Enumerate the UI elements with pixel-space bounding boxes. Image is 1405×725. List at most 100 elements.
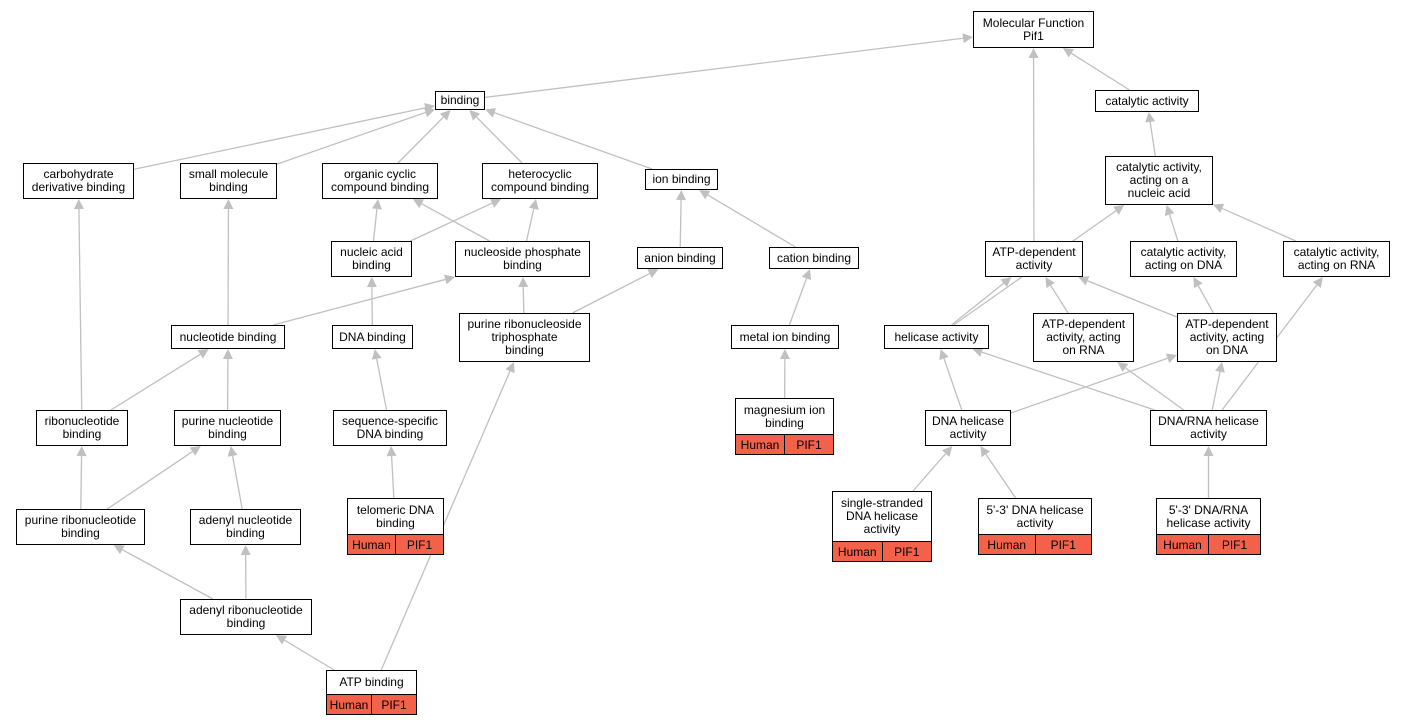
node-organic-cyclic-compound-binding[interactable]: organic cyclic compound binding [322, 163, 438, 199]
node-ribonucleotide-binding[interactable]: ribonucleotide binding [36, 410, 128, 446]
node-adenyl-ribonucleotide-binding[interactable]: adenyl ribonucleotide binding [180, 599, 312, 635]
node-label: 5'-3' DNA helicase activity [986, 502, 1084, 530]
edge-cat-to-mf [1070, 52, 1130, 91]
edge-nab-to-hcb [410, 202, 493, 242]
node-label: ATP-dependent activity, acting on RNA [1041, 317, 1126, 357]
edge-prb-to-ribb [80, 455, 83, 510]
arrowhead-prb-to-ribb [76, 446, 87, 457]
arrowhead-catb-to-ionb [699, 190, 711, 200]
arrowhead-smb-to-bind [423, 107, 435, 118]
arrowhead-dnah-to-hel [939, 349, 949, 361]
species-cell: Human [837, 544, 877, 559]
node-nucleoside-phosphate-binding[interactable]: nucleoside phosphate binding [455, 241, 590, 277]
node-label: magnesium ion binding [743, 402, 826, 430]
arrowhead-atpb-to-arb [275, 635, 288, 645]
arrowhead-tdb-to-ssdb [386, 446, 397, 457]
node-metal-ion-binding[interactable]: metal ion binding [731, 325, 839, 349]
arrowhead-npb-to-ocb [412, 199, 425, 209]
arrowhead-ssh-to-dnah [941, 446, 953, 457]
arrowhead-hel-to-canuc [1113, 205, 1125, 215]
edge-ssdb-to-dnab [376, 358, 388, 411]
node-dna-helicase-activity[interactable]: DNA helicase activity [925, 410, 1011, 446]
edge-bind-to-mf [484, 37, 964, 99]
edge-catb-to-ionb [707, 194, 796, 248]
arrowhead-mgb-to-mib [779, 349, 790, 360]
node-helicase-activity[interactable]: helicase activity [884, 325, 989, 349]
node-cation-binding[interactable]: cation binding [769, 247, 859, 269]
node-label: adenyl ribonucleotide binding [189, 603, 303, 630]
node-sequence-specific-dna-binding[interactable]: sequence-specific DNA binding [333, 410, 447, 446]
edge-anub-to-pnb [231, 455, 243, 510]
node-label: catalytic activity, acting on RNA [1293, 245, 1380, 272]
node-heterocyclic-compound-binding[interactable]: heterocyclic compound binding [482, 163, 598, 199]
node-nucleic-acid-binding[interactable]: nucleic acid binding [331, 241, 412, 277]
edge-mib-to-catb [788, 278, 808, 326]
edge-tdb-to-ssdb [390, 455, 395, 499]
edge-anb-to-ionb [679, 199, 682, 248]
arrowhead-dnah-to-atpdna [1165, 353, 1177, 363]
node-dna-rna-helicase-activity[interactable]: DNA/RNA helicase activity [1150, 410, 1267, 446]
gene-cell: PIF1 [784, 435, 833, 454]
arrowhead-cadna-to-canuc [1164, 205, 1175, 217]
node-adenyl-nucleotide-binding[interactable]: adenyl nucleotide binding [190, 509, 301, 545]
node-dna-binding[interactable]: DNA binding [332, 325, 413, 349]
node-catalytic-activity-dna[interactable]: catalytic activity, acting on DNA [1130, 241, 1237, 277]
node-purine-ribonucleotide-binding[interactable]: purine ribonucleotide binding [16, 509, 145, 545]
node-atp-dependent-rna[interactable]: ATP-dependent activity, acting on RNA [1033, 313, 1134, 362]
node-label: Molecular Function Pif1 [982, 15, 1085, 43]
species-cell: Human [740, 437, 780, 452]
node-nucleotide-binding[interactable]: nucleotide binding [171, 325, 285, 349]
edge-prtb-to-npb [522, 286, 525, 314]
node-catalytic-activity-rna[interactable]: catalytic activity, acting on RNA [1283, 241, 1390, 277]
arrowhead-atpdna-to-cadna [1193, 277, 1203, 289]
node-label: ion binding [652, 172, 711, 186]
node-ion-binding[interactable]: ion binding [645, 169, 718, 190]
arrowhead-drh53-to-drh [1203, 446, 1214, 456]
edge-atpb-to-arb [284, 639, 335, 671]
edge-arb-to-prb [122, 549, 214, 600]
node-small-molecule-binding[interactable]: small molecule binding [180, 163, 277, 199]
node-binding[interactable]: binding [435, 91, 485, 110]
node-label: organic cyclic compound binding [330, 167, 430, 194]
node-label: single-stranded DNA helicase activity [840, 496, 924, 536]
arrowhead-drh-to-carna [1312, 277, 1323, 288]
node-atp-dependent-activity[interactable]: ATP-dependent activity [985, 241, 1083, 277]
arrowhead-dnab-to-nab [366, 277, 377, 288]
edge-ionb-to-bind [494, 112, 653, 170]
arrowhead-ocb-to-bind [439, 110, 451, 121]
node-catalytic-activity[interactable]: catalytic activity [1095, 90, 1199, 112]
arrowhead-prtb-to-anb [647, 269, 659, 279]
node-purine-nucleotide-binding[interactable]: purine nucleotide binding [174, 410, 281, 446]
node-label: nucleoside phosphate binding [464, 245, 581, 272]
edge-atpb-to-prtb [380, 370, 511, 671]
node-molecular-function[interactable]: Molecular Function Pif1 [973, 11, 1094, 48]
arrowhead-prtb-to-npb [518, 277, 529, 288]
node-purine-ribonucleoside-triphosphate-binding[interactable]: purine ribonucleoside triphosphate bindi… [459, 313, 590, 362]
arrowhead-canuc-to-cat [1145, 112, 1156, 123]
gene-cell: PIF1 [1208, 535, 1260, 554]
arrowhead-arb-to-anub [240, 545, 251, 556]
arrowhead-ionb-to-bind [485, 108, 497, 118]
edge-atpdna-to-atpd [1087, 280, 1178, 318]
node-atp-dependent-dna[interactable]: ATP-dependent activity, acting on DNA [1177, 313, 1277, 362]
node-carbohydrate-derivative-binding[interactable]: carbohydrate derivative binding [23, 163, 134, 199]
node-label: helicase activity [894, 329, 979, 344]
node-catalytic-activity-nucleic-acid[interactable]: catalytic activity, acting on a nucleic … [1105, 156, 1213, 205]
edge-ribb-to-ntb [110, 353, 201, 411]
arrowhead-drh-to-atprna [1117, 362, 1129, 372]
arrowhead-arb-to-prb [113, 545, 125, 555]
arrowhead-ntb-to-npb [444, 274, 455, 285]
edge-canuc-to-cat [1149, 121, 1156, 157]
edge-npb-to-ocb [421, 203, 490, 242]
edge-dnah-to-atpdna [1010, 357, 1168, 414]
node-anion-binding[interactable]: anion binding [637, 247, 723, 269]
edge-hel-to-atpd [951, 282, 1005, 326]
